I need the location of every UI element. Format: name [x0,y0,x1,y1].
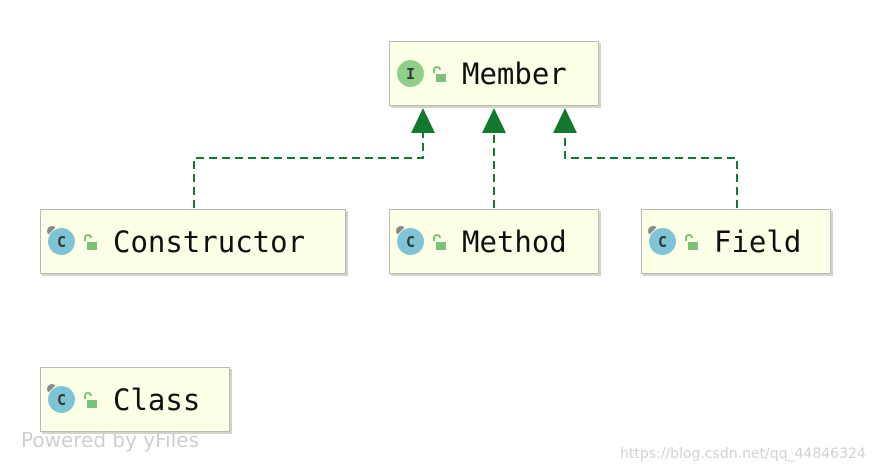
node-method[interactable]: C Method [389,209,599,274]
node-field[interactable]: C Field [641,209,831,274]
unlocked-padlock-icon [433,65,446,82]
unlocked-padlock-icon [84,233,97,250]
node-label: Member [462,56,567,91]
edge-field-member [564,133,738,208]
unlocked-padlock-icon [433,233,446,250]
powered-by-watermark: Powered by yFiles [21,428,199,452]
node-constructor[interactable]: C Constructor [40,209,346,274]
node-label: Constructor [113,224,306,259]
unlocked-padlock-icon [685,233,698,250]
class-icon: C [48,386,75,413]
node-member[interactable]: I Member [389,41,599,106]
node-label: Method [462,224,567,259]
edge-constructor-member [193,133,424,208]
arrowhead-method [482,108,506,133]
source-url-watermark: https://blog.csdn.net/qq_44846324 [620,446,866,462]
interface-icon: I [397,60,424,87]
arrowhead-field [553,108,577,133]
node-class[interactable]: C Class [40,367,230,432]
class-icon: C [397,228,424,255]
class-icon: C [48,228,75,255]
arrowhead-constructor [411,108,435,133]
class-icon: C [649,228,676,255]
node-label: Field [714,224,802,259]
node-label: Class [113,382,201,417]
unlocked-padlock-icon [84,391,97,408]
